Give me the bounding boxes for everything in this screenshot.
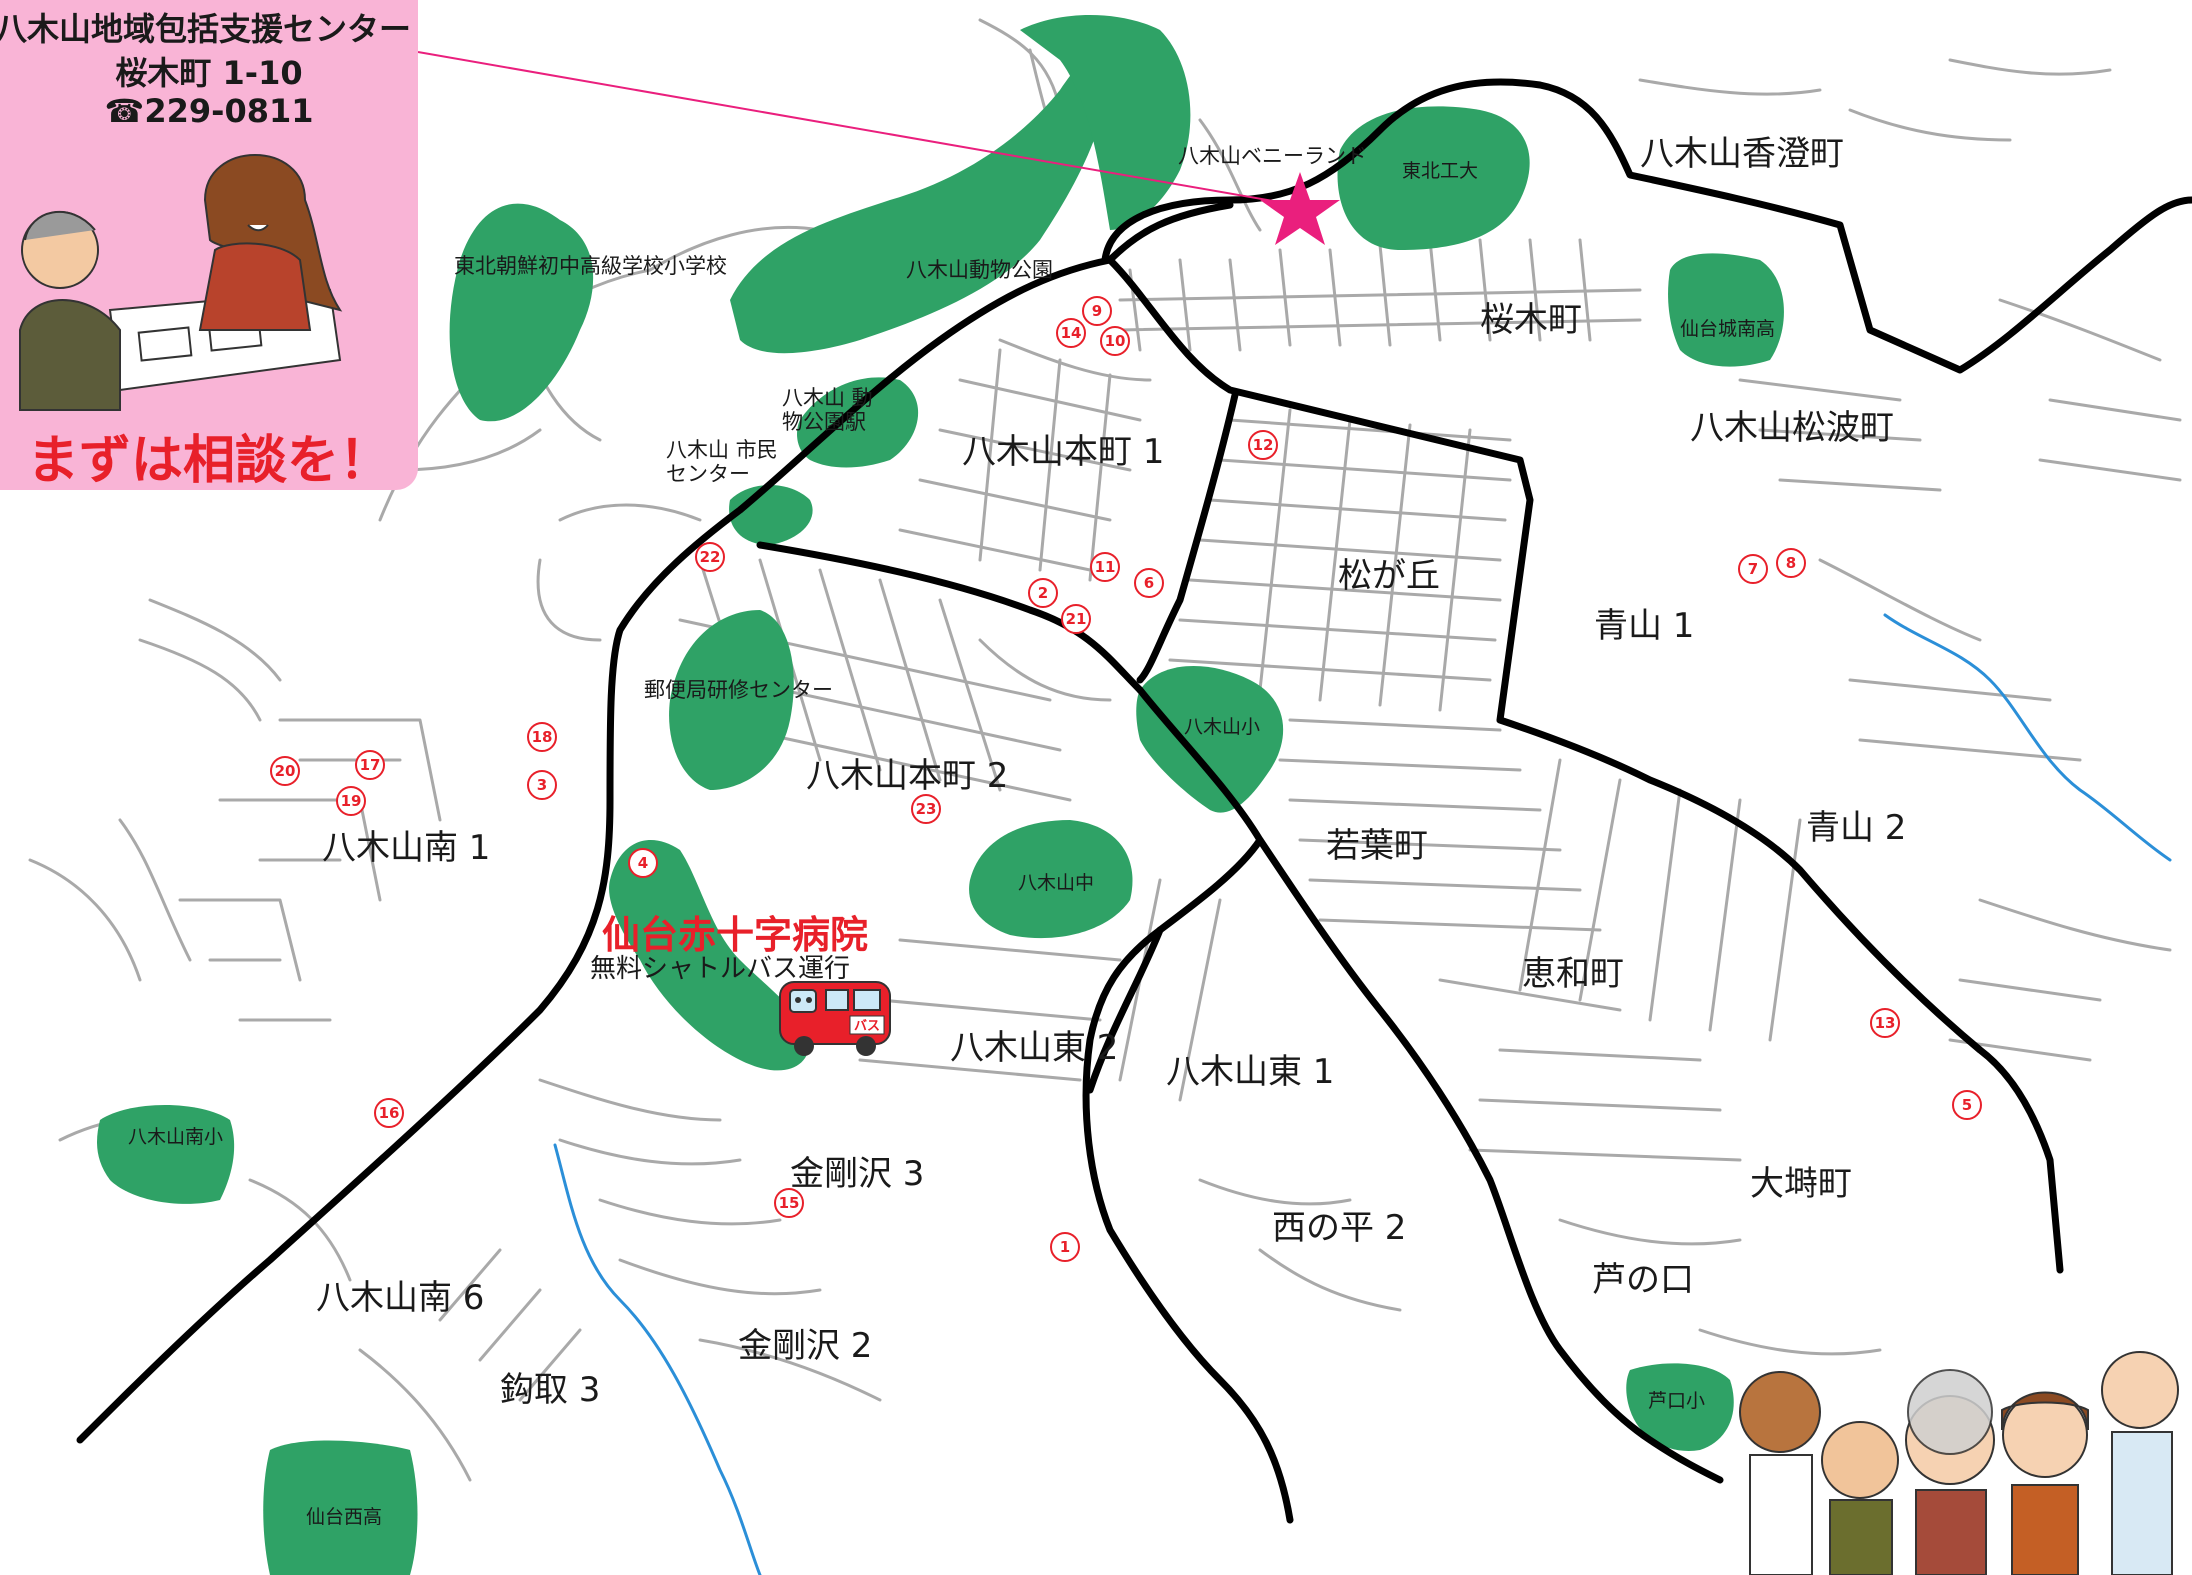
town-label: 西の平 2 [1272, 1208, 1407, 1248]
facility-label: 八木山動物公園 [906, 258, 1053, 282]
marker-9: 9 [1082, 296, 1112, 326]
town-label: 金剛沢 2 [738, 1326, 873, 1366]
town-label: 八木山本町 1 [962, 432, 1165, 472]
town-label: 八木山香澄町 [1640, 134, 1844, 174]
consultation-illustration-icon [19, 154, 343, 411]
facility-label: 郵便局研修センター [644, 678, 833, 702]
info-box: 八木山地域包括支援センター 桜木町 1-10 ☎229-0811 まずは相談を！ [0, 0, 418, 490]
minor-streets [28, 18, 2182, 1482]
facility-label: 仙台西高 [306, 1506, 383, 1528]
marker-7: 7 [1738, 554, 1768, 584]
town-label: 大塒町 [1750, 1164, 1852, 1204]
green-minami-sho [97, 1105, 235, 1204]
green-sendai-jonan [1668, 253, 1784, 367]
marker-18: 18 [527, 722, 557, 752]
green-hospital [609, 840, 810, 1071]
town-label: 八木山本町 2 [806, 756, 1009, 796]
town-label: 桜木町 [1480, 300, 1582, 340]
green-post-center [669, 610, 794, 790]
slogan: まずは相談を！ [26, 431, 391, 490]
town-label: 青山 1 [1594, 606, 1695, 646]
green-tohoku-kodai [1337, 106, 1530, 250]
community-people-illustration-icon [1739, 1351, 2179, 1575]
marker-4: 4 [628, 848, 658, 878]
marker-8: 8 [1776, 548, 1806, 578]
road-central-diag [756, 541, 1144, 694]
marker-1: 1 [1050, 1232, 1080, 1262]
road-higashi [1082, 836, 1294, 1524]
green-zoo-park [730, 51, 1110, 354]
marker-10: 10 [1100, 326, 1130, 356]
town-label: 鈎取 3 [500, 1370, 601, 1410]
road-matsugaoka-west [1136, 391, 1239, 684]
center-phone: ☎229-0811 [104, 92, 314, 130]
center-address: 桜木町 1-10 [115, 54, 303, 92]
shuttle-text: 無料シャトルバス運行 [590, 954, 851, 984]
green-korean-school [449, 203, 594, 422]
center-link-line [417, 51, 1297, 206]
marker-11: 11 [1090, 552, 1120, 582]
green-areas [97, 15, 1784, 1575]
green-yagiyama-chu [969, 820, 1133, 939]
facility-label: 東北朝鮮初中高級学校小学校 [454, 254, 727, 278]
facility-label: 仙台城南高 [1680, 318, 1776, 340]
marker-19: 19 [336, 786, 366, 816]
center-name: 八木山地域包括支援センター [0, 10, 411, 48]
facility-label: 八木山 市民センター [666, 438, 778, 486]
town-label: 八木山東 2 [950, 1028, 1119, 1068]
green-ashiguchi-sho [1626, 1363, 1734, 1451]
marker-2: 2 [1028, 578, 1058, 608]
marker-17: 17 [355, 750, 385, 780]
marker-21: 21 [1061, 604, 1091, 634]
green-zoo-north [1020, 15, 1191, 230]
green-yagiyama-sho [1136, 666, 1284, 813]
town-label: 青山 2 [1806, 808, 1907, 848]
center-star-icon [1260, 172, 1340, 245]
marker-6: 6 [1134, 568, 1164, 598]
facility-label: 東北工大 [1402, 160, 1479, 182]
marker-14: 14 [1056, 318, 1086, 348]
town-label: 芦の口 [1592, 1260, 1694, 1300]
town-label: 八木山南 6 [316, 1278, 485, 1318]
rivers [553, 613, 2172, 1575]
facility-label: 八木山 動物公園駅 [782, 386, 873, 434]
green-sendai-nishi [263, 1440, 418, 1575]
town-label: 八木山松波町 [1690, 408, 1894, 448]
bus-label: バス [854, 1019, 880, 1034]
town-label: 恵和町 [1522, 954, 1624, 994]
road-west-spine [76, 256, 1114, 1444]
facility-label: 八木山南小 [128, 1126, 224, 1148]
marker-12: 12 [1248, 430, 1278, 460]
marker-13: 13 [1870, 1008, 1900, 1038]
marker-16: 16 [374, 1098, 404, 1128]
town-label: 金剛沢 3 [790, 1154, 925, 1194]
road-honcho [1106, 256, 2064, 1274]
town-label: 八木山東 1 [1166, 1052, 1335, 1092]
green-civic-center [729, 485, 813, 545]
marker-3: 3 [527, 770, 557, 800]
facility-label: 芦口小 [1648, 1390, 1706, 1412]
marker-22: 22 [695, 542, 725, 572]
town-label: 若葉町 [1326, 826, 1428, 866]
marker-5: 5 [1952, 1090, 1982, 1120]
town-label: 八木山南 1 [322, 828, 491, 868]
marker-20: 20 [270, 756, 300, 786]
hospital-name: 仙台赤十字病院 [602, 913, 869, 957]
town-label: 松が丘 [1338, 556, 1440, 596]
shuttle-bus-icon: バス [779, 981, 891, 1056]
facility-label: 八木山中 [1018, 872, 1095, 894]
green-zoo-station [797, 377, 919, 468]
marker-15: 15 [774, 1188, 804, 1218]
road-south-fork [1106, 201, 1234, 264]
facility-label: 八木山小 [1184, 716, 1261, 738]
road-kongozawa [1086, 926, 1164, 1094]
facility-label: 八木山ベニーランド [1178, 144, 1367, 168]
marker-23: 23 [911, 794, 941, 824]
